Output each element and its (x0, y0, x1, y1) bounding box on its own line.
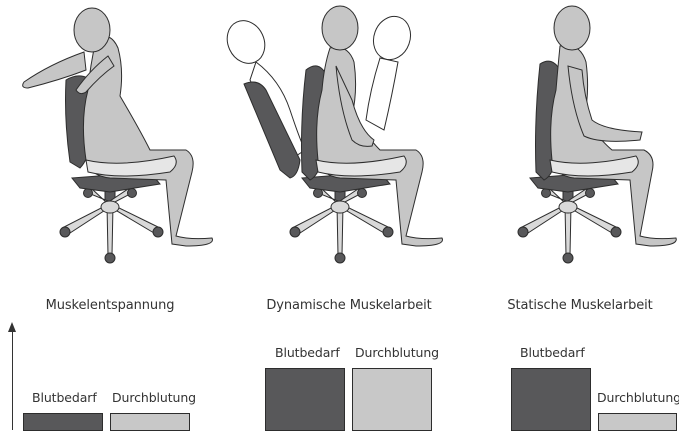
box-durchblutung-2 (352, 368, 432, 431)
illustrations (0, 0, 679, 300)
label-durchblutung-3: Durchblutung (597, 390, 679, 405)
box-blutbedarf-1 (23, 413, 103, 431)
caption-muskelentspannung: Muskelentspannung (46, 298, 175, 313)
scale-arrow-shaft (12, 330, 13, 430)
box-durchblutung-1 (110, 413, 190, 431)
reclined-sitter-icon (23, 8, 213, 263)
box-blutbedarf-2 (265, 368, 345, 431)
box-blutbedarf-3 (511, 368, 591, 431)
label-blutbedarf-2: Blutbedarf (275, 345, 340, 360)
caption-statische-muskelarbeit: Statische Muskelarbeit (507, 298, 652, 313)
dynamic-sitter-icon (220, 6, 442, 263)
upright-sitter-icon (518, 6, 676, 263)
caption-dynamische-muskelarbeit: Dynamische Muskelarbeit (266, 298, 431, 313)
label-durchblutung-2: Durchblutung (355, 345, 439, 360)
label-durchblutung-1: Durchblutung (112, 390, 196, 405)
label-blutbedarf-1: Blutbedarf (32, 390, 97, 405)
label-blutbedarf-3: Blutbedarf (520, 345, 585, 360)
box-durchblutung-3 (598, 413, 677, 431)
